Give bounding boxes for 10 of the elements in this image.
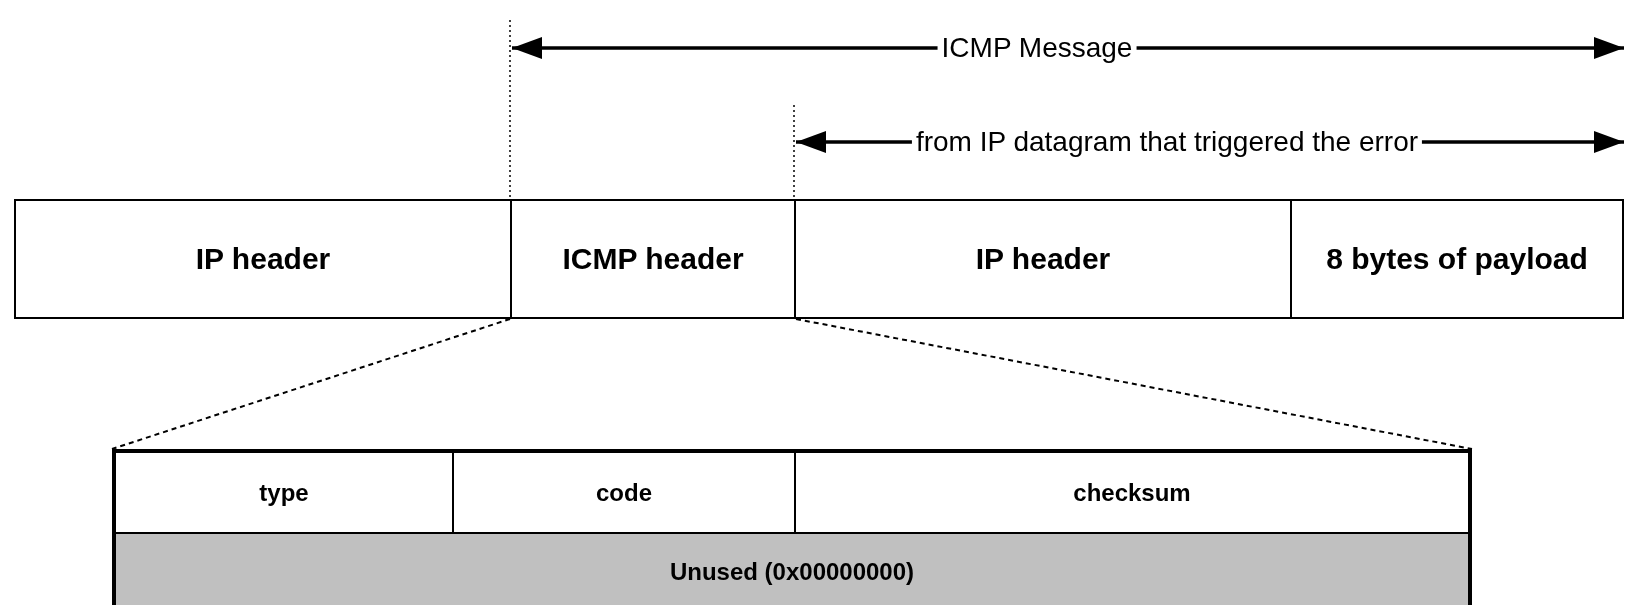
header-field: IP header [14, 199, 512, 319]
projection-line [795, 318, 1473, 450]
field-table [112, 449, 1472, 605]
unused-field: Unused (0x00000000) [114, 532, 1470, 605]
type-field: type [114, 451, 454, 534]
header-field: IP header [794, 199, 1292, 319]
payload-field: 8 bytes of payload [1290, 199, 1624, 319]
checksum-field: checksum [794, 451, 1470, 534]
projection-line [111, 318, 511, 450]
header-field: ICMP header [510, 199, 796, 319]
